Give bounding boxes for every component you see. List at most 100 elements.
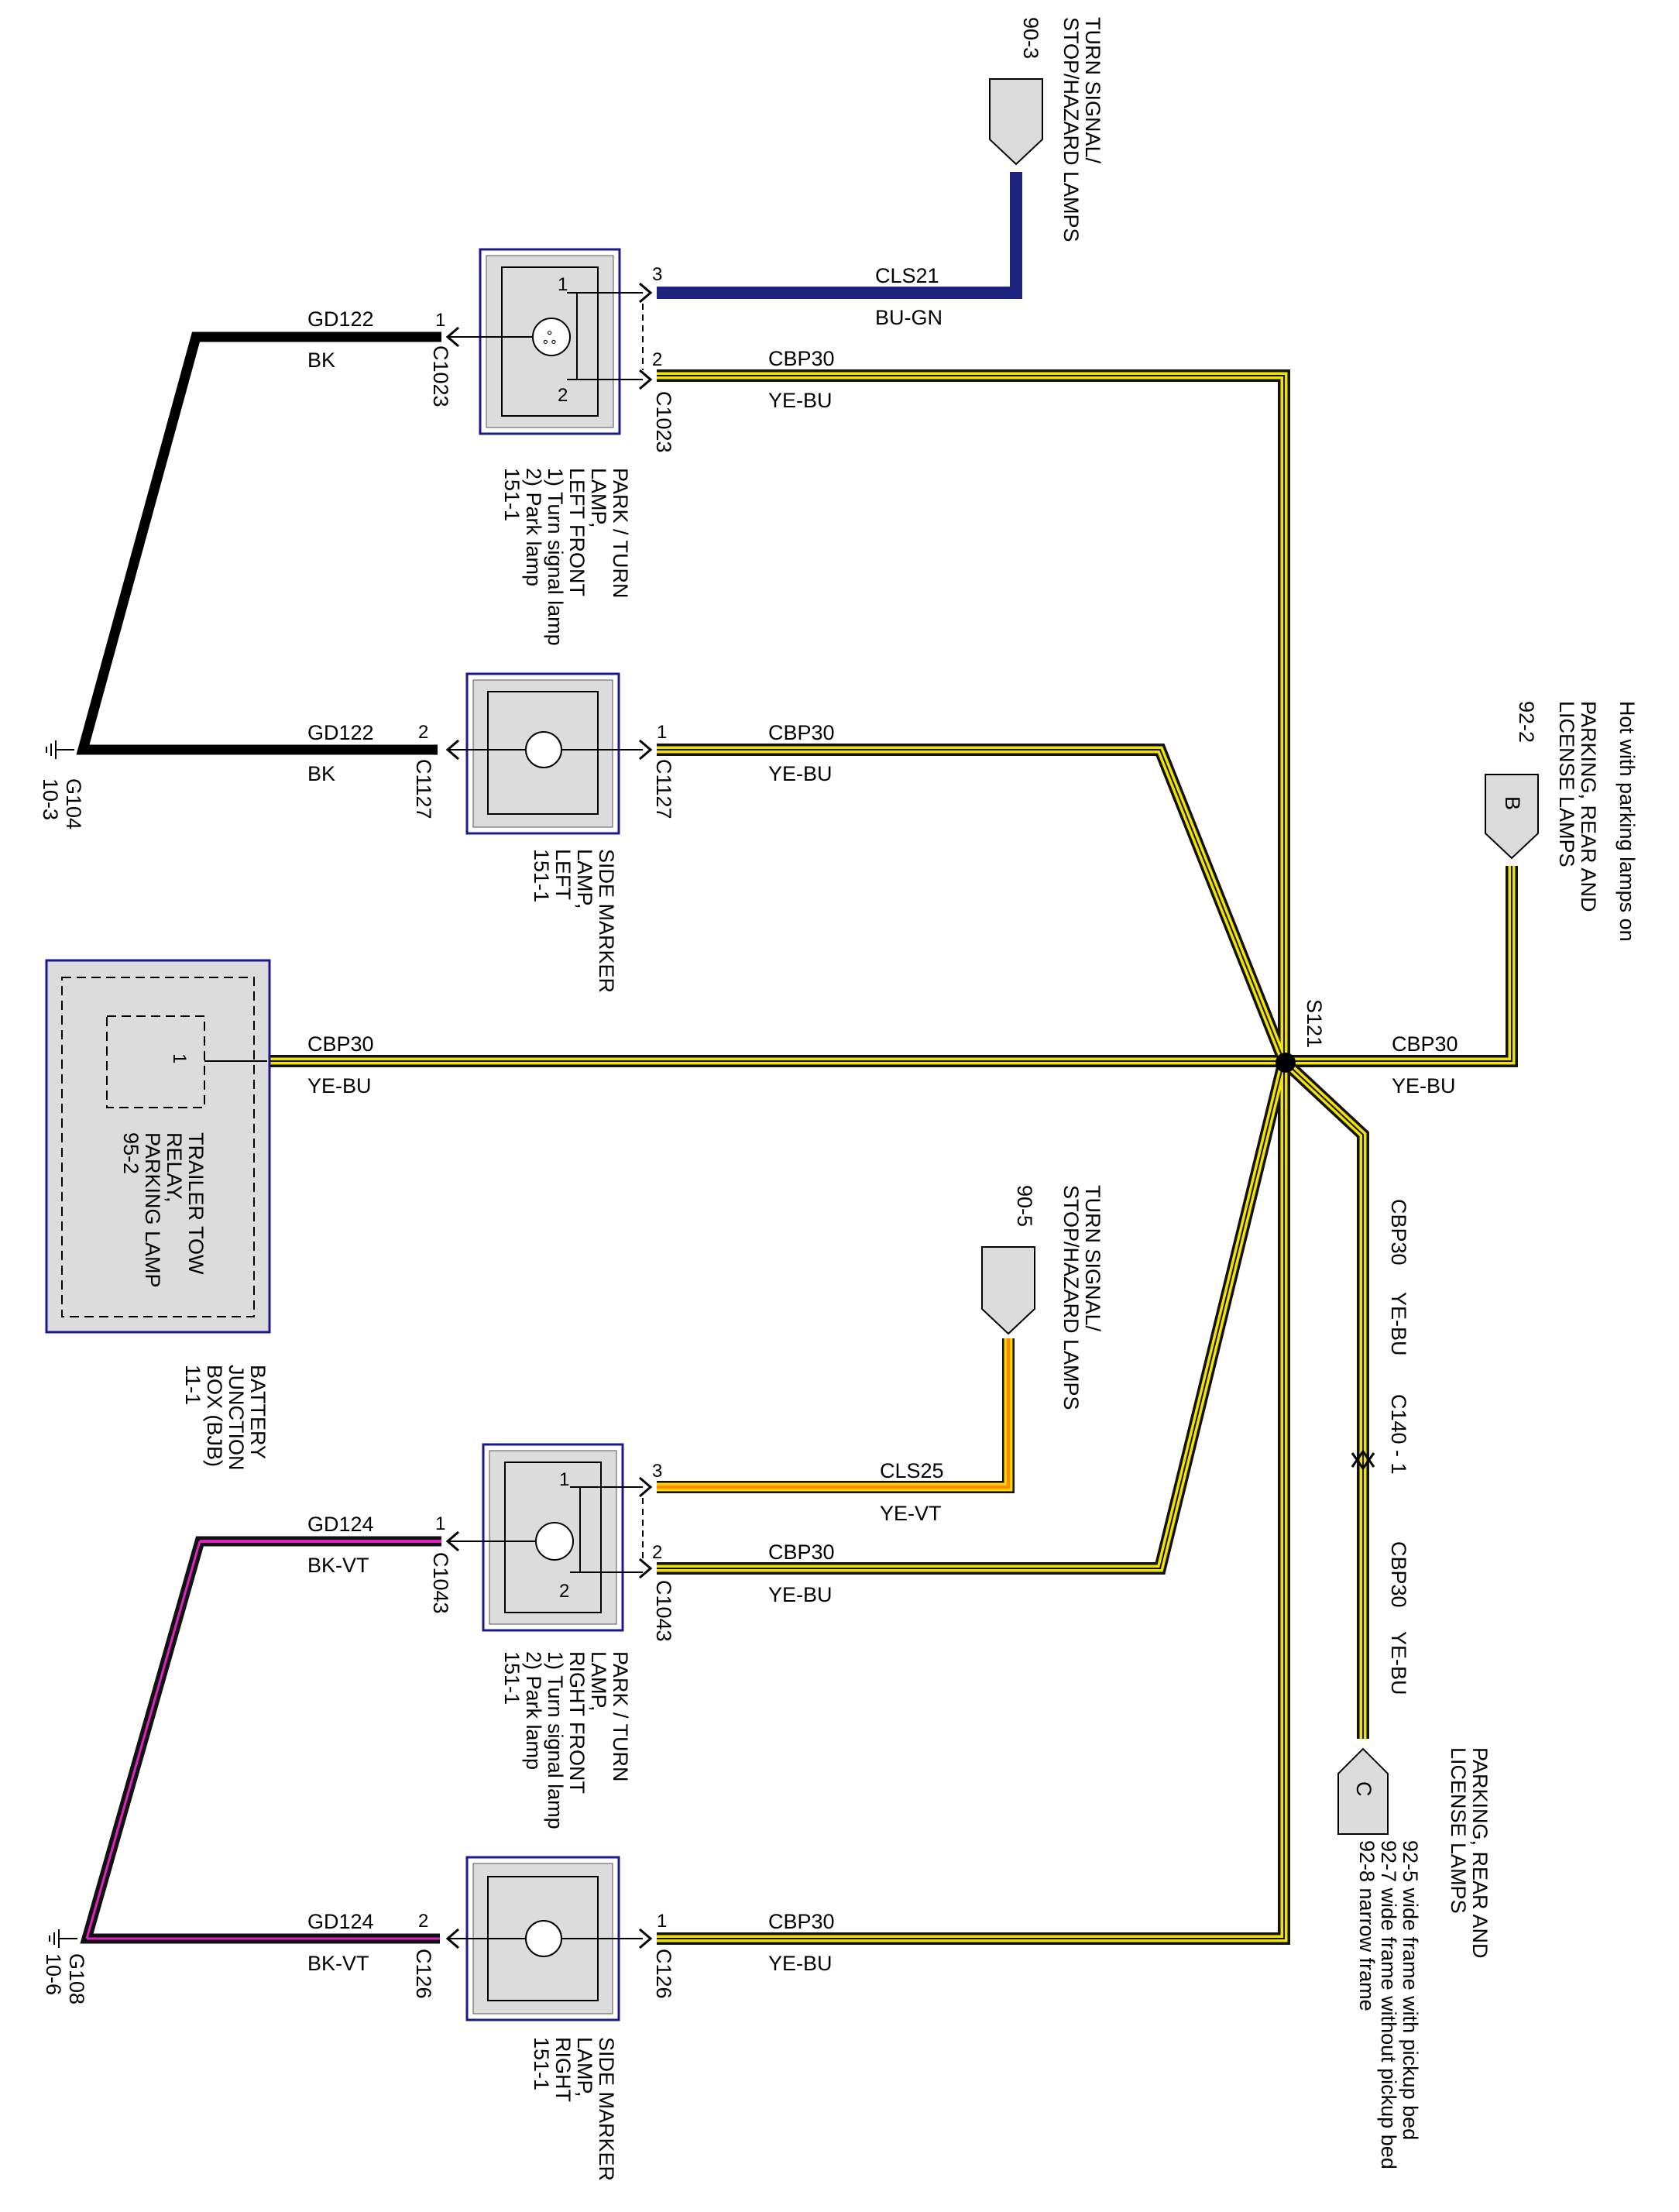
offpage-turn-top-line2: STOP/HAZARD LAMPS [1059,17,1083,242]
wire-label-cbp30-v2: CBP30 [1387,1541,1410,1608]
pin-1-label: 1 [558,274,568,295]
offpage-b-line1: PARKING, REAR AND [1577,701,1600,912]
wire-labels: GD122 BK 1 CLS21 BU-GN 3 2 CBP30 YE-BU G… [307,264,1458,1975]
relay-pin-label: 1 [169,1053,190,1063]
ground-g108-name: G108 [65,1953,88,2004]
label-ptlf-4: 2) Park lamp [522,468,545,586]
offpage-b-line2: LICENSE LAMPS [1555,701,1578,867]
label-smr-1: LAMP, [573,2037,596,2097]
label-ptlf-1: LAMP, [587,468,610,528]
park-turn-lamp-left-front: ஃ 1 2 [449,248,644,435]
label-smr-3: 151-1 [530,2037,553,2090]
wire-label-gd122-top: GD122 [307,307,374,331]
label-relay-2: PARKING LAMP [141,1132,164,1288]
label-ptlf-3: 1) Turn signal lamp [544,468,567,646]
connector-c140-label: C140 - 1 [1387,1394,1410,1475]
connector-c140 [1351,1449,1375,1471]
wire-label-cbp30-4: CBP30 [768,1910,835,1933]
offpage-c-ref1: 92-5 wide frame with pickup bed [1399,1840,1422,2140]
wire-color-yebu-v1: YE-BU [1387,1292,1410,1356]
ground-wire-gd124 [80,1536,441,1944]
connector-c126-right: C126 [652,1949,675,1999]
label-ptlf-2: LEFT FRONT [565,468,589,596]
wire-cbp30-network [263,369,1518,1945]
offpage-c-ref2: 92-7 wide frame without pickup bed [1377,1840,1400,2169]
label-ptrf-1: LAMP, [587,1651,610,1712]
wire-color-bkvt-bottom: BK-VT [307,1952,369,1975]
wire-label-cbp30-1: CBP30 [768,347,835,370]
label-sml-2: LEFT [551,849,575,900]
pin-2-c1043: 2 [652,1542,662,1563]
wire-color-yebu-bjb: YE-BU [307,1074,372,1097]
label-ptrf-4: 2) Park lamp [522,1651,545,1770]
smr-connector-arrows [445,1928,653,1949]
offpage-c-line2: LICENSE LAMPS [1447,1747,1470,1914]
rf-connector-arrows [445,1476,653,1579]
pin-3-c1023: 3 [652,264,662,285]
wire-color-bk-top: BK [307,349,335,372]
pin-2-label: 2 [558,385,568,406]
wire-label-cbp30-v1: CBP30 [1387,1199,1410,1266]
side-marker-lamp-left [449,672,643,835]
connector-c1023-left: C1023 [429,345,452,407]
wire-label-gd122-mid: GD122 [307,721,374,744]
ground-symbol-g104 [46,740,74,759]
wire-color-yebu-v2: YE-BU [1387,1631,1410,1695]
pin-3-c1043: 3 [652,1461,662,1482]
offpage-connector-b: B [1485,774,1539,860]
pin-1-c126: 1 [657,1911,667,1932]
wire-color-bk-mid: BK [307,762,335,785]
connector-c1043-right: C1043 [652,1580,675,1642]
label-relay-3: 95-2 [119,1132,142,1174]
offpage-c-ref3: 92-8 narrow frame [1355,1840,1379,2011]
pin-2-c1023: 2 [652,349,662,370]
battery-junction-box: 1 [45,959,271,1334]
label-bjb-0: BATTERY [246,1365,270,1459]
connector-c1043-left: C1043 [429,1552,452,1614]
offpage-turn-bottom-line1: TURN SIGNAL/ [1081,1185,1104,1332]
wire-label-gd124-bottom: GD124 [307,1910,374,1933]
label-smr-2: RIGHT [551,2037,575,2102]
wire-label-cbp30-b: CBP30 [1392,1032,1458,1056]
label-ptrf-0: PARK / TURN [609,1651,632,1782]
ground-g108-ref: 10-6 [42,1953,65,1995]
offpage-turn-top-line1: TURN SIGNAL/ [1081,17,1104,164]
offpage-b-note: Hot with parking lamps on [1615,701,1639,942]
offpage-c-letter: C [1352,1781,1375,1797]
offpage-turn-bottom-ref: 90-5 [1013,1185,1036,1227]
ground-symbol-g108 [49,1929,77,1948]
label-bjb-2: BOX (BJB) [203,1365,226,1467]
label-ptrf-2: RIGHT FRONT [565,1651,589,1794]
offpage-connector-turn-bottom [981,1246,1035,1335]
label-relay-0: TRAILER TOW [184,1132,208,1275]
label-ptlf-5: 151-1 [500,468,524,521]
label-smr-0: SIDE MARKER [595,2037,618,2181]
wire-label-cls25: CLS25 [880,1459,944,1482]
wire-label-gd124-top: GD124 [307,1513,374,1536]
label-bjb-1: JUNCTION [225,1365,248,1471]
rotated-labels: C1023 C1023 C1127 C1127 C1043 C1043 C126… [39,17,1639,2181]
pin-1-c1023: 1 [435,310,445,331]
wire-label-cbp30-bjb: CBP30 [307,1032,374,1056]
label-relay-1: RELAY, [163,1132,186,1203]
offpage-turn-top-ref: 90-3 [1019,17,1042,59]
wire-label-cls21: CLS21 [875,264,939,287]
ground-g104-name: G104 [62,778,85,830]
connector-c1127-left: C1127 [412,759,435,819]
ground-g104-ref: 10-3 [39,778,62,820]
splice-label: S121 [1303,999,1326,1048]
lf-connector-arrows [445,282,653,390]
offpage-turn-bottom-line2: STOP/HAZARD LAMPS [1059,1185,1083,1410]
ground-wire-gd122 [76,331,441,755]
label-ptrf-3: 1) Turn signal lamp [544,1651,567,1829]
wire-color-yebu-2: YE-BU [768,762,833,785]
wire-label-cbp30-2: CBP30 [768,721,835,744]
label-ptlf-0: PARK / TURN [609,468,632,599]
offpage-c-line1: PARKING, REAR AND [1468,1747,1492,1959]
label-sml-3: 151-1 [530,849,553,902]
splice-s121-dot [1276,1053,1296,1073]
rf-pin-2-label: 2 [559,1581,569,1602]
wire-color-yebu-1: YE-BU [768,389,833,412]
wire-color-yebu-3: YE-BU [768,1583,833,1606]
offpage-connector-turn-top [989,78,1043,166]
